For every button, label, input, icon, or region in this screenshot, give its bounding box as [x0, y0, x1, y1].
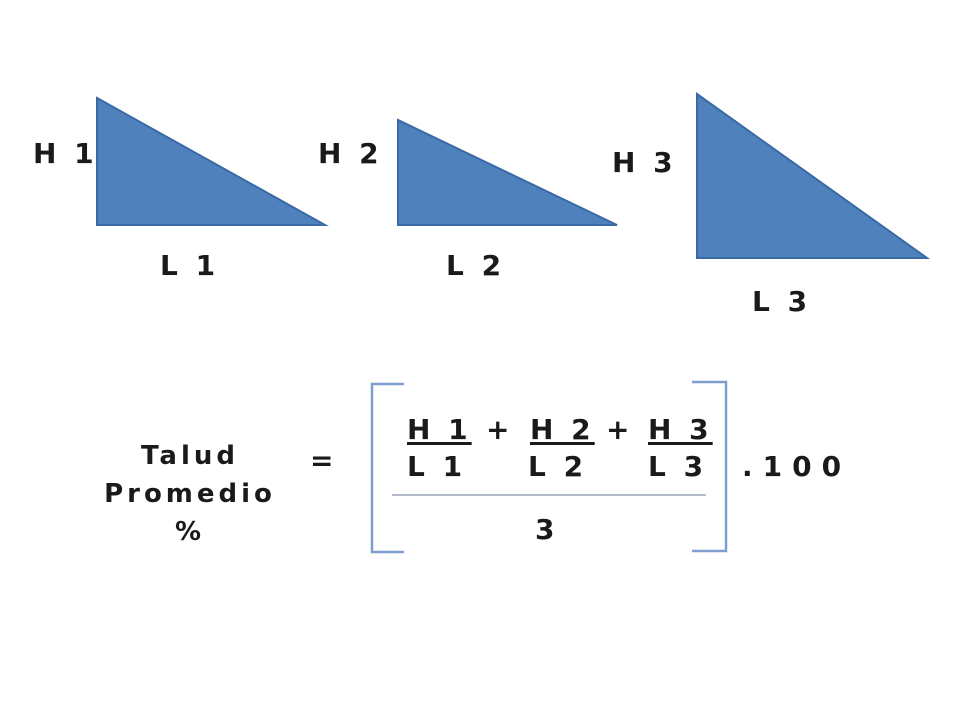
plus-sign-2: +	[606, 413, 634, 446]
triangle-2	[397, 118, 618, 226]
denominator-l1: L 1	[407, 450, 467, 483]
divisor-three: 3	[535, 513, 559, 546]
plus-sign-1: +	[486, 413, 514, 446]
triangle-1-height-label: H 1	[33, 137, 98, 170]
triangle-3	[696, 92, 931, 259]
right-bracket	[692, 380, 728, 553]
lhs-line-percent: %	[174, 517, 206, 547]
denominator-l3: L 3	[648, 450, 708, 483]
multiplier-100: .100	[742, 450, 852, 483]
numerator-h2: H 2	[530, 413, 595, 446]
denominator-l2: L 2	[528, 450, 588, 483]
triangle-1-base-label: L 1	[160, 249, 220, 282]
triangle-3-base-label: L 3	[752, 285, 812, 318]
left-bracket	[370, 382, 404, 554]
triangle-2-height-label: H 2	[318, 137, 383, 170]
triangle-2-base-label: L 2	[446, 249, 506, 282]
equals-sign: =	[310, 444, 338, 477]
lhs-line-promedio: Promedio	[104, 479, 276, 509]
numerator-h3: H 3	[648, 413, 713, 446]
lhs-line-talud: Talud	[141, 441, 239, 471]
triangle-1	[96, 96, 329, 226]
numerator-h1: H 1	[407, 413, 472, 446]
triangle-3-height-label: H 3	[612, 146, 677, 179]
